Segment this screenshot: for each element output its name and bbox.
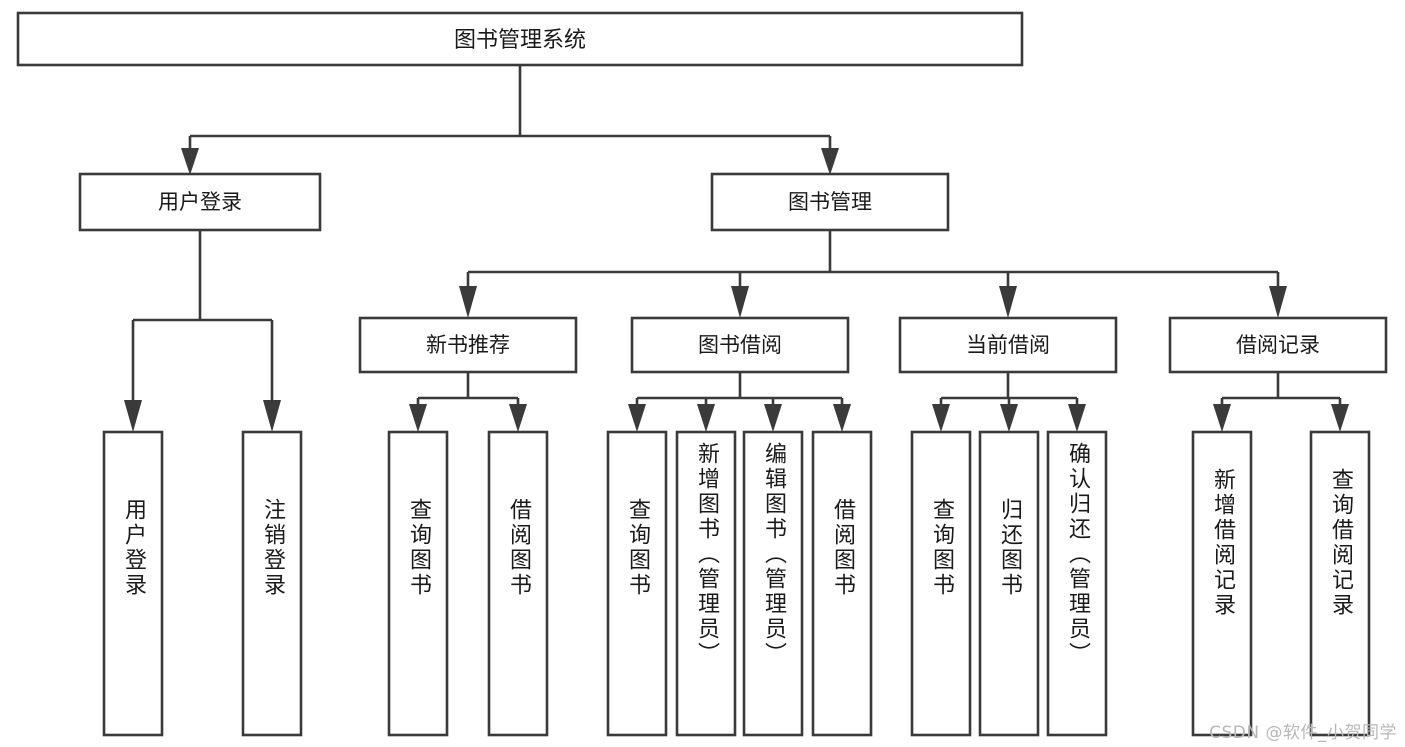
arrow-head-book-borrow-leaf-3 [764, 404, 782, 432]
leaf-borrow-record-2-box[interactable] [1309, 430, 1371, 737]
node-borrow-record-label: 借阅记录 [1236, 333, 1320, 357]
arrow-head-new-book-leaf-1 [409, 404, 427, 432]
csdn-watermark: CSDN @软件_小贺同学 [1209, 723, 1397, 743]
arrow-head-book-borrow-leaf-1 [628, 404, 646, 432]
leaf-book-borrow-1-box[interactable] [606, 430, 668, 737]
arrow-head-to-book-manage [821, 148, 839, 175]
arrow-head-book-borrow-leaf-2 [697, 404, 715, 432]
node-new-book-recommend-label: 新书推荐 [426, 333, 510, 357]
arrow-head-user-login-leaf-2 [263, 400, 281, 432]
arrow-head-current-borrow-leaf-2 [1000, 404, 1018, 432]
arrow-head-to-borrow-record [1269, 286, 1287, 318]
arrow-head-user-login-leaf-1 [124, 400, 142, 432]
arrow-head-borrow-record-leaf-1 [1213, 404, 1231, 432]
leaf-current-borrow-1-box[interactable] [910, 430, 972, 737]
arrow-head-to-book-borrow [731, 286, 749, 318]
node-new-book-recommend-box[interactable] [358, 316, 578, 374]
arrow-head-to-new-book-recommend [459, 286, 477, 318]
arrow-head-book-borrow-leaf-4 [833, 404, 851, 432]
node-root-label: 图书管理系统 [454, 28, 586, 53]
node-book-manage-box[interactable] [710, 172, 950, 232]
arrow-head-current-borrow-leaf-1 [932, 404, 950, 432]
node-book-borrow-label: 图书借阅 [698, 333, 782, 357]
node-borrow-record-box[interactable] [1168, 316, 1388, 374]
leaf-current-borrow-3-box[interactable] [1046, 430, 1108, 737]
leaf-borrow-record-1-box[interactable] [1191, 430, 1253, 737]
leaf-new-book-1-box[interactable] [387, 430, 449, 737]
leaf-book-borrow-2-box[interactable] [675, 430, 737, 737]
node-book-manage-label: 图书管理 [788, 190, 872, 214]
leaf-current-borrow-2-box[interactable] [978, 430, 1040, 737]
leaf-book-borrow-3-box[interactable] [742, 430, 804, 737]
node-root-box[interactable] [16, 11, 1024, 67]
leaf-user-login-2-box[interactable] [241, 430, 303, 737]
node-user-login-label: 用户登录 [158, 190, 242, 214]
arrow-head-to-current-borrow [999, 286, 1017, 318]
leaf-new-book-2-box[interactable] [487, 430, 549, 737]
node-current-borrow-label: 当前借阅 [966, 333, 1050, 357]
arrow-head-new-book-leaf-2 [509, 404, 527, 432]
arrow-head-borrow-record-leaf-2 [1331, 404, 1349, 432]
arrow-head-current-borrow-leaf-3 [1068, 404, 1086, 432]
node-book-borrow-box[interactable] [630, 316, 850, 374]
arrow-head-to-user-login [181, 148, 199, 175]
node-current-borrow-box[interactable] [898, 316, 1118, 374]
leaf-user-login-1-box[interactable] [102, 430, 164, 737]
leaf-book-borrow-4-box[interactable] [811, 430, 873, 737]
